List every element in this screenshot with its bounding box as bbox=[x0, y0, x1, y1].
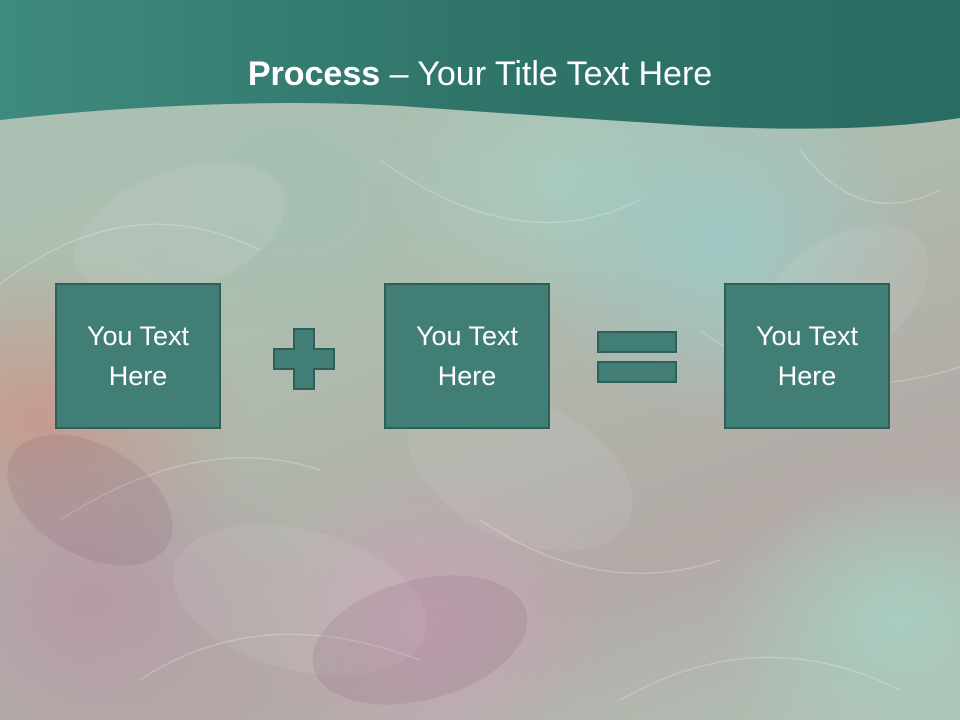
process-step-1: You Text Here bbox=[55, 283, 221, 429]
title-bold: Process bbox=[247, 55, 381, 93]
process-step-2: You Text Here bbox=[384, 283, 550, 429]
step-1-label: You Text Here bbox=[86, 321, 190, 391]
step-2-label: You Text Here bbox=[415, 321, 519, 391]
plus-icon bbox=[273, 328, 335, 390]
step-3-label: You Text Here bbox=[755, 321, 859, 391]
page-title: Process – Your Title Text Here bbox=[0, 52, 960, 96]
header-banner bbox=[0, 0, 960, 129]
process-step-3: You Text Here bbox=[724, 283, 890, 429]
title-rest: – Your Title Text Here bbox=[380, 55, 713, 93]
equals-icon bbox=[597, 331, 677, 383]
